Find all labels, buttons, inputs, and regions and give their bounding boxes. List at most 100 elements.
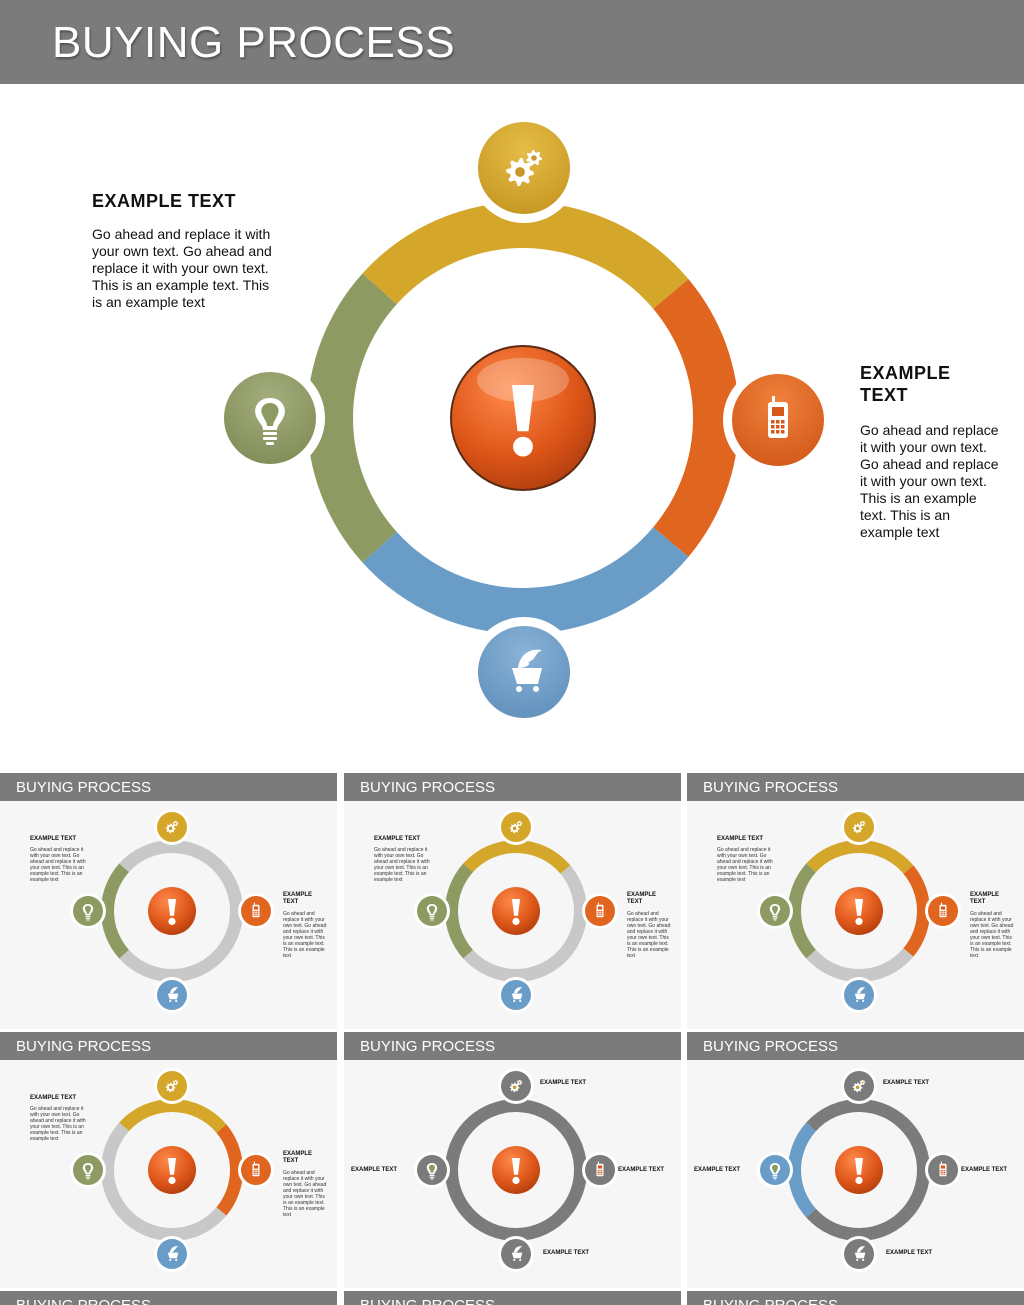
shopping-cart-icon [852, 1246, 866, 1261]
thumbnail-header: BUYING PROCESS [344, 773, 681, 801]
exclamation-icon [512, 1158, 520, 1184]
thumbnail-node [70, 893, 106, 929]
mobile-phone-icon [252, 1161, 260, 1177]
thumbnail-node [414, 893, 450, 929]
gears-icon [509, 1079, 523, 1093]
thumbnail-segment [216, 1124, 243, 1216]
thumbnail-title: BUYING PROCESS [703, 779, 839, 796]
thumbnail-diagram [70, 809, 274, 1013]
thumbnail-text-body: Go ahead and replace it with your own te… [717, 847, 773, 883]
slide-thumbnail[interactable]: BUYING PROCESS EXAMPLE TEXT Go ahead and r… [0, 1032, 337, 1288]
slide-thumbnail[interactable]: BUYING PROCESS [344, 1291, 681, 1305]
thumbnail-node [582, 893, 618, 929]
thumbnail-text-body: Go ahead and replace it with your own te… [283, 911, 327, 959]
thumbnail-center-node [835, 887, 883, 935]
slide-thumbnail[interactable]: BUYING PROCESS EXAMPLE TEXT Go ahead and r… [0, 773, 337, 1029]
gears-icon [852, 820, 866, 834]
thumbnail-label: EXAMPLE TEXT [351, 1167, 398, 1173]
thumbnail-node [154, 977, 190, 1013]
thumbnail-segment [101, 863, 129, 959]
thumbnail-text-heading: EXAMPLE TEXT [30, 1095, 77, 1101]
thumbnail-label: EXAMPLE TEXT [961, 1167, 1008, 1173]
thumbnail-title: BUYING PROCESS [360, 1038, 496, 1055]
thumbnail-node [757, 1152, 793, 1188]
thumbnail-header: BUYING PROCESS [0, 1032, 337, 1060]
segment-blue [362, 527, 689, 634]
exclamation-icon [512, 385, 534, 457]
thumbnail-node [582, 1152, 618, 1188]
thumbnail-segment [463, 1099, 571, 1133]
thumbnail-node [154, 1236, 190, 1272]
shopping-cart-icon [506, 649, 542, 692]
light-bulb-icon [426, 1163, 438, 1180]
thumbnail-title: BUYING PROCESS [703, 1038, 839, 1055]
thumbnail-segment [119, 840, 227, 874]
exclamation-icon [855, 1158, 863, 1184]
segment-green [306, 273, 397, 563]
thumbnail-segment [463, 840, 571, 874]
thumbnail-segment [445, 863, 473, 959]
thumbnail-header: BUYING PROCESS [0, 1291, 337, 1305]
thumbnail-header: BUYING PROCESS [687, 773, 1024, 801]
thumbnail-segment [806, 840, 914, 874]
ring-segments [306, 202, 739, 634]
thumbnail-node [841, 977, 877, 1013]
thumbnail-diagram [414, 1068, 618, 1272]
mobile-phone-icon [939, 1161, 947, 1177]
text-block-heading: EXAMPLE TEXT [860, 363, 951, 405]
light-bulb-icon [769, 904, 781, 921]
thumbnail-segment [101, 1122, 129, 1218]
thumbnail-label: EXAMPLE TEXT [543, 1250, 590, 1256]
thumbnail-segment [119, 1099, 227, 1133]
thumbnail-diagram [414, 809, 618, 1013]
text-block-left: EXAMPLE TEXT Go ahead and replace it wit… [92, 190, 278, 311]
thumbnail-node [70, 1152, 106, 1188]
thumbnail-segment [806, 948, 914, 982]
mobile-phone-icon [596, 1161, 604, 1177]
thumbnail-node [154, 1068, 190, 1104]
thumbnail-segment [445, 1122, 473, 1218]
thumbnail-header: BUYING PROCESS [344, 1032, 681, 1060]
slide-thumbnail[interactable]: BUYING PROCESS EXAMPLE TEXT Go ahead and r… [344, 773, 681, 1029]
thumbnail-node [841, 809, 877, 845]
mobile-phone-icon [596, 902, 604, 918]
thumbnail-title: BUYING PROCESS [16, 779, 152, 796]
thumbnail-node [238, 893, 274, 929]
exclamation-icon [855, 899, 863, 925]
shopping-cart-icon [509, 987, 523, 1002]
thumbnail-title: BUYING PROCESS [360, 1297, 495, 1305]
page-title: BUYING PROCESS [52, 18, 456, 67]
thumbnail-title: BUYING PROCESS [16, 1038, 152, 1055]
thumbnail-segment [788, 863, 816, 959]
slide-thumbnail[interactable]: BUYING PROCESS [0, 1291, 337, 1305]
light-bulb-icon [426, 904, 438, 921]
thumbnail-text-body: Go ahead and replace it with your own te… [30, 847, 86, 883]
thumbnail-text-body: Go ahead and replace it with your own te… [30, 1106, 86, 1142]
text-block-body: Go ahead and replace it with your own te… [860, 422, 999, 540]
thumbnail-text-heading: EXAMPLE TEXT [283, 892, 313, 905]
thumbnail-text-heading: EXAMPLE TEXT [627, 892, 657, 905]
thumbnail-node [841, 1236, 877, 1272]
thumbnail-segment [560, 1124, 587, 1216]
shopping-cart-icon [509, 1246, 523, 1261]
thumbnail-diagram [757, 809, 961, 1013]
shopping-cart-icon [165, 1246, 179, 1261]
slide-thumbnail[interactable]: BUYING PROCESS [687, 1291, 1024, 1305]
thumbnail-label: EXAMPLE TEXT [886, 1250, 933, 1256]
thumbnail-center-node [148, 1146, 196, 1194]
thumbnail-node [925, 1152, 961, 1188]
thumbnail-header: BUYING PROCESS [687, 1032, 1024, 1060]
node-top [469, 113, 579, 223]
light-bulb-icon [82, 904, 94, 921]
thumbnail-text-body: Go ahead and replace it with your own te… [283, 1170, 327, 1218]
thumbnail-text-body: Go ahead and replace it with your own te… [374, 847, 430, 883]
thumbnail-diagram [757, 1068, 961, 1272]
gears-icon [165, 1079, 179, 1093]
thumbnail-node [925, 893, 961, 929]
thumbnail-header: BUYING PROCESS [344, 1291, 681, 1305]
thumbnail-text-heading: EXAMPLE TEXT [283, 1151, 313, 1164]
light-bulb-icon [255, 398, 285, 445]
